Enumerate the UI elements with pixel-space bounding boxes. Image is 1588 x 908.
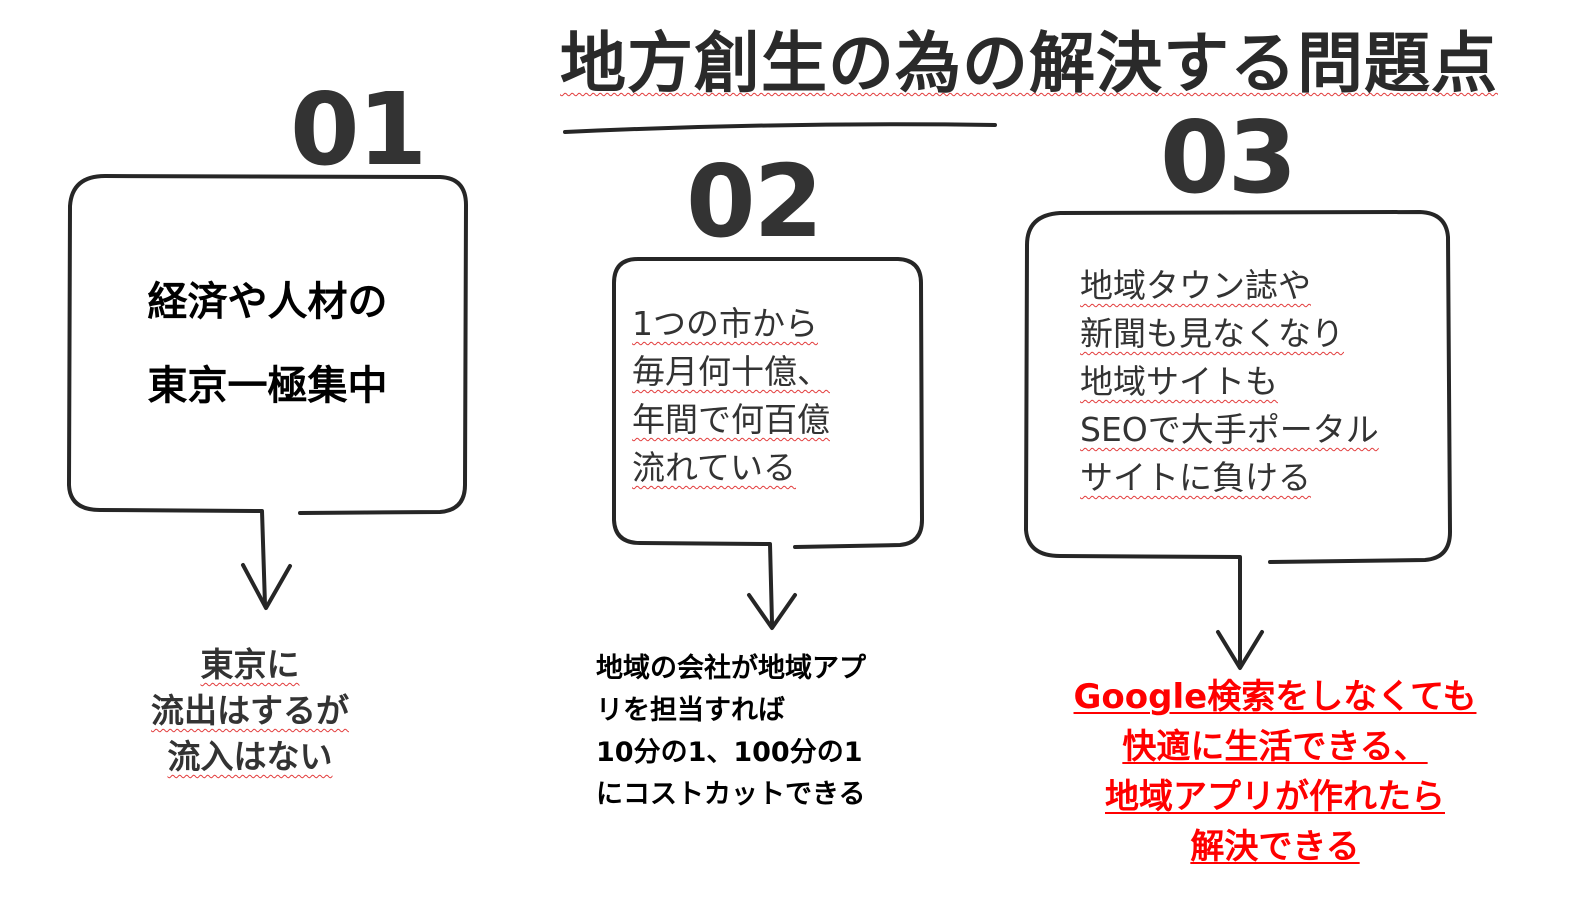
bubble-03-line-1: 地域タウン誌や <box>1080 266 1311 305</box>
result-01-line-2: 流出はするが <box>151 691 349 730</box>
result-02-line-2: リを担当すれば <box>596 695 785 726</box>
bubble-01-line-1: 経済や人材の <box>147 279 388 325</box>
bubble-text-02: 1つの市から 毎月何十億、 年間で何百億 流れている <box>632 300 830 492</box>
step-number-02: 02 <box>686 143 823 260</box>
result-02-line-3: 10分の1、100分の1 <box>596 737 863 768</box>
bubble-02-line-1: 1つの市から <box>632 304 818 343</box>
page-title: 地方創生の為の解決する問題点 <box>560 25 1498 102</box>
bubble-03-line-3: 地域サイトも <box>1080 362 1278 401</box>
speech-bubble-2 <box>612 257 924 625</box>
result-01-line-3: 流入はない <box>167 737 333 776</box>
bubble-03-line-5: サイトに負ける <box>1080 458 1311 497</box>
result-text-01: 東京に 流出はするが 流入はない <box>110 642 390 780</box>
bubble-text-01: 経済や人材の 東京一極集中 <box>70 260 465 428</box>
arrow-head-2 <box>747 593 797 630</box>
result-01-line-1: 東京に <box>200 645 300 684</box>
title-divider-line <box>563 122 997 134</box>
result-02-line-1: 地域の会社が地域アプ <box>596 653 866 684</box>
speech-bubble-3 <box>1024 210 1452 664</box>
result-03-line-4: 解決できる <box>1190 827 1360 867</box>
result-text-03: Google検索をしなくても 快適に生活できる、 地域アプリが作れたら 解決でき… <box>1030 672 1520 872</box>
result-text-02: 地域の会社が地域アプ リを担当すれば 10分の1、100分の1 にコストカットで… <box>596 648 866 816</box>
bubble-03-line-4: SEOで大手ポータル <box>1080 410 1379 449</box>
step-number-03: 03 <box>1160 99 1297 216</box>
arrow-head-1 <box>241 563 292 610</box>
bubble-02-line-4: 流れている <box>632 448 797 487</box>
bubble-01-line-2: 東京一極集中 <box>147 363 388 409</box>
bubble-03-line-2: 新聞も見なくなり <box>1080 314 1344 353</box>
bubble-02-line-3: 年間で何百億 <box>632 400 830 439</box>
bubble-text-03: 地域タウン誌や 新聞も見なくなり 地域サイトも SEOで大手ポータル サイトに負… <box>1080 262 1379 502</box>
result-03-line-3: 地域アプリが作れたら <box>1105 777 1445 817</box>
result-03-line-1: Google検索をしなくても <box>1073 677 1477 717</box>
result-03-line-2: 快適に生活できる、 <box>1122 727 1428 767</box>
step-number-01: 01 <box>290 71 427 188</box>
speech-bubble-1 <box>67 174 468 607</box>
result-02-line-4: にコストカットできる <box>596 779 866 810</box>
arrow-head-3 <box>1216 630 1264 670</box>
bubble-02-line-2: 毎月何十億、 <box>632 352 830 391</box>
